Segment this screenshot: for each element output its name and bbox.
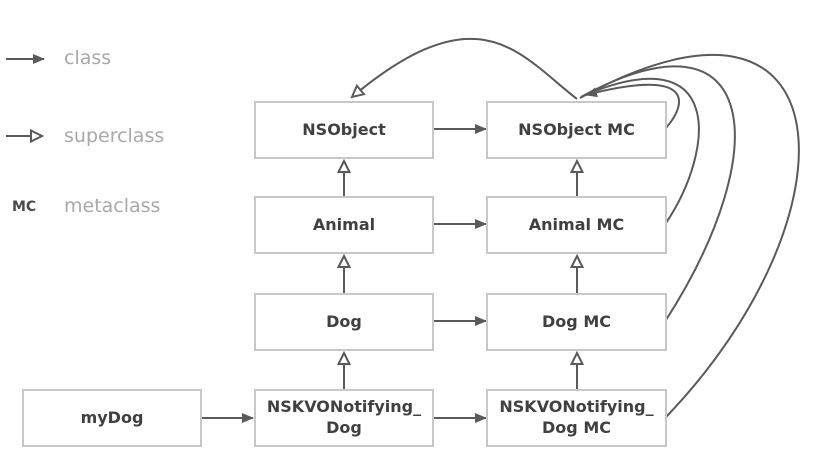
isa-dogmc-loop <box>580 65 736 321</box>
node-animal-mc-label: Animal MC <box>528 214 625 234</box>
node-animal: Animal <box>254 196 434 254</box>
node-mydog: myDog <box>22 389 202 447</box>
isa-nsobjectmc-loop <box>585 83 680 129</box>
legend-class-label: class <box>64 47 112 69</box>
node-nsobject: NSObject <box>254 101 434 159</box>
node-dog-label: Dog <box>326 311 362 331</box>
node-animal-label: Animal <box>312 214 376 234</box>
legend-metaclass-label: metaclass <box>64 195 161 217</box>
node-nsobject-mc: NSObject MC <box>486 101 667 159</box>
node-nsobject-label: NSObject <box>302 119 386 139</box>
super-nsobjectmc-to-nsobject <box>352 37 578 100</box>
legend-metaclass-abbr: MC <box>12 199 37 215</box>
node-kvo-dog-label: NSKVONotifying_ Dog <box>266 397 422 437</box>
node-kvo-dog: NSKVONotifying_ Dog <box>254 389 434 447</box>
node-mydog-label: myDog <box>80 407 144 427</box>
node-kvo-dog-mc-label: NSKVONotifying_ Dog MC <box>499 397 654 437</box>
legend-superclass-label: superclass <box>64 125 165 147</box>
node-dog: Dog <box>254 293 434 351</box>
node-kvo-dog-mc: NSKVONotifying_ Dog MC <box>486 389 667 447</box>
node-dog-mc: Dog MC <box>486 293 667 351</box>
node-dog-mc-label: Dog MC <box>542 311 611 331</box>
node-nsobject-mc-label: NSObject MC <box>518 119 635 139</box>
node-animal-mc: Animal MC <box>486 196 667 254</box>
isa-kvomc-loop <box>579 53 800 418</box>
isa-animalmc-loop <box>582 77 700 224</box>
